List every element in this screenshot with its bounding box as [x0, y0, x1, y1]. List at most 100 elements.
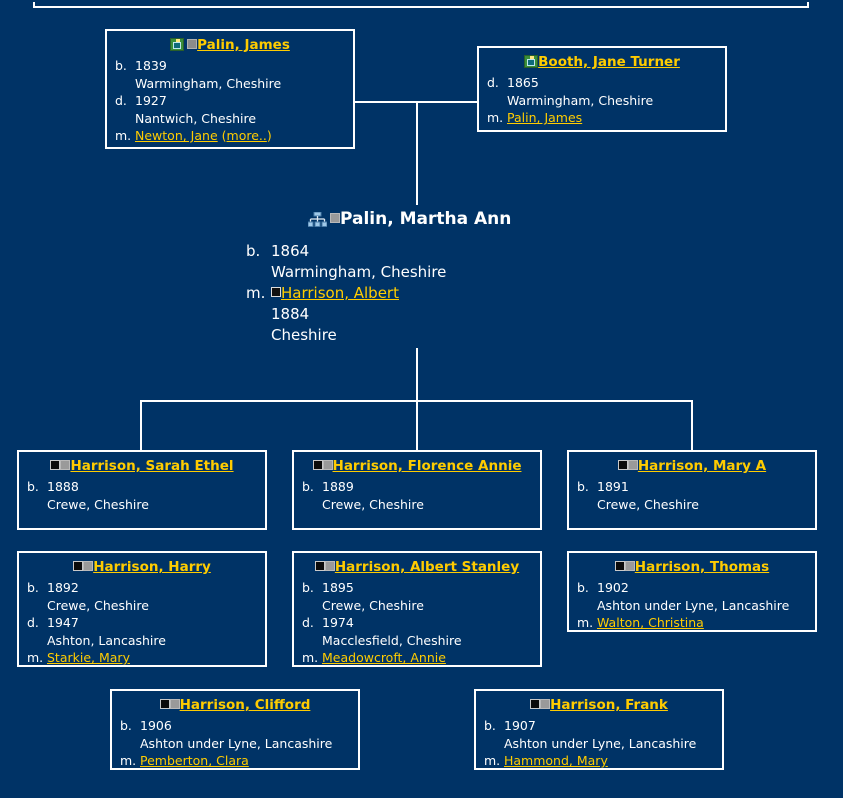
fact-row-death: d. 1947	[27, 614, 257, 632]
death-label: d.	[302, 615, 314, 630]
person-title-child-1: Harrison, Sarah Ethel	[27, 458, 257, 475]
photo-icon[interactable]	[170, 37, 185, 51]
birth-year: 1902	[597, 580, 629, 595]
marriage-label: m.	[120, 753, 137, 768]
focal-person-title: Palin, Martha Ann	[240, 208, 511, 230]
birth-year: 1891	[597, 479, 629, 494]
person-box-child-6[interactable]: Harrison, Thomas b. 1902 Ashton under Lyn…	[567, 551, 817, 632]
fact-row-marriage: m.Meadowcroft, Annie	[302, 649, 532, 667]
spouse-link-child-6[interactable]: Walton, Christina	[597, 615, 704, 630]
spouse-link-child-4[interactable]: Starkie, Mary	[47, 650, 130, 665]
birth-year: 1892	[47, 580, 79, 595]
person-name-link-child-4[interactable]: Harrison, Harry	[93, 559, 211, 575]
death-label: d.	[27, 615, 39, 630]
spouse-link-child-8[interactable]: Hammond, Mary	[504, 753, 608, 768]
male-gender-square-icon	[312, 460, 323, 470]
spouse-link-mother[interactable]: Palin, James	[507, 110, 583, 125]
more-link-father[interactable]: more..	[226, 128, 267, 143]
birth-place: Crewe, Cheshire	[322, 597, 424, 613]
male-gender-square-icon	[50, 460, 61, 470]
birth-place: Crewe, Cheshire	[47, 496, 149, 512]
birth-year: 1895	[322, 580, 354, 595]
birth-place: Ashton under Lyne, Lancashire	[597, 597, 790, 613]
spouse-link-focal[interactable]: Harrison, Albert	[281, 284, 399, 302]
focal-person-facts: b.1864 Warmingham, Cheshire m.Harrison, …	[246, 241, 511, 346]
person-name-link-child-2[interactable]: Harrison, Florence Annie	[332, 458, 522, 474]
person-box-child-3[interactable]: Harrison, Mary A b.1891 Crewe, Cheshire	[567, 450, 817, 530]
death-year: 1947	[47, 615, 79, 630]
child-drop-right	[691, 400, 693, 450]
person-title-child-3: Harrison, Mary A	[577, 458, 807, 475]
birth-year: 1864	[271, 242, 310, 260]
birth-label: b.	[302, 580, 314, 595]
person-facts-child-7: b.1906 Ashton under Lyne, Lancashire m.P…	[120, 717, 350, 770]
person-facts-father: b.1839 Warmingham, Cheshire d.1927 Nantw…	[115, 57, 345, 145]
female-gender-square-icon	[322, 460, 333, 470]
person-box-child-1[interactable]: Harrison, Sarah Ethel b.1888 Crewe, Ches…	[17, 450, 267, 530]
fact-row-death: d. 1927	[115, 92, 345, 110]
person-name-link-mother[interactable]: Booth, Jane Turner	[538, 54, 680, 70]
person-name-link-child-6[interactable]: Harrison, Thomas	[634, 559, 770, 575]
person-name-link-child-7[interactable]: Harrison, Clifford	[179, 697, 311, 713]
person-box-child-7[interactable]: Harrison, Clifford b.1906 Ashton under L…	[110, 689, 360, 770]
person-facts-child-3: b.1891 Crewe, Cheshire	[577, 478, 807, 513]
person-title-father: Palin, James	[115, 37, 345, 54]
fact-row-marriage: m.Pemberton, Clara	[120, 752, 350, 770]
photo-icon[interactable]	[524, 54, 539, 68]
death-place: Warmingham, Cheshire	[507, 92, 654, 108]
person-facts-child-2: b.1889 Crewe, Cheshire	[302, 478, 532, 513]
female-gender-square-icon	[83, 561, 94, 571]
birth-place: Ashton under Lyne, Lancashire	[504, 735, 697, 751]
person-name-link-father[interactable]: Palin, James	[197, 37, 290, 53]
marriage-label: m.	[302, 650, 319, 665]
pedigree-tree-icon[interactable]	[307, 211, 328, 227]
death-place: Macclesfield, Cheshire	[322, 632, 462, 648]
person-box-child-5[interactable]: Harrison, Albert Stanley b. 1895 Crewe, C…	[292, 551, 542, 667]
female-gender-square-icon	[60, 460, 71, 470]
focal-to-children-vertical-connector	[416, 348, 418, 450]
spouse-link-child-7[interactable]: Pemberton, Clara	[140, 753, 249, 768]
birth-year: 1907	[504, 718, 536, 733]
person-box-mother[interactable]: Booth, Jane Turner d.1865 Warmingham, Ch…	[477, 46, 727, 132]
person-box-child-2[interactable]: Harrison, Florence Annie b.1889 Crewe, C…	[292, 450, 542, 530]
paren-open: (	[217, 128, 227, 143]
person-facts-child-1: b.1888 Crewe, Cheshire	[27, 478, 257, 513]
male-gender-square-icon	[73, 561, 84, 571]
fact-row-marriage: m.Starkie, Mary	[27, 649, 257, 667]
person-title-child-4: Harrison, Harry	[27, 559, 257, 576]
fact-row-birth: b. 1895	[302, 579, 532, 597]
birth-label: b.	[120, 718, 132, 733]
paren-close: )	[266, 128, 272, 143]
birth-place: Crewe, Cheshire	[47, 597, 149, 613]
person-box-child-8[interactable]: Harrison, Frank b. 1907 Ashton under Lyne…	[474, 689, 724, 770]
person-name-link-child-5[interactable]: Harrison, Albert Stanley	[334, 559, 520, 575]
focal-person-name: Palin, Martha Ann	[340, 209, 512, 229]
person-box-father[interactable]: Palin, James b.1839 Warmingham, Cheshire…	[105, 29, 355, 149]
fact-row-marriage: m.Palin, James	[487, 109, 717, 127]
person-title-child-7: Harrison, Clifford	[120, 697, 350, 714]
spouse-link-child-5[interactable]: Meadowcroft, Annie	[322, 650, 446, 665]
death-year: 1927	[135, 93, 167, 108]
person-facts-child-5: b.1895 Crewe, Cheshire d.1974 Macclesfie…	[302, 579, 532, 667]
person-name-link-child-1[interactable]: Harrison, Sarah Ethel	[70, 458, 234, 474]
fact-row-birth: b. 1907	[484, 717, 714, 735]
marriage-label: m.	[246, 284, 266, 302]
person-box-child-4[interactable]: Harrison, Harry b.1892 Crewe, Cheshire d…	[17, 551, 267, 667]
female-gender-square-icon	[624, 561, 635, 571]
male-gender-square-icon	[159, 699, 170, 709]
death-label: d.	[115, 93, 127, 108]
person-name-link-child-3[interactable]: Harrison, Mary A	[637, 458, 767, 474]
person-name-link-child-8[interactable]: Harrison, Frank	[550, 697, 668, 713]
birth-label: b.	[484, 718, 496, 733]
marriage-label: m.	[487, 110, 504, 125]
male-gender-square-icon	[187, 39, 198, 49]
person-title-child-5: Harrison, Albert Stanley	[302, 559, 532, 576]
birth-place: Warmingham, Cheshire	[271, 263, 447, 281]
fact-row-birth: b.1891	[577, 478, 807, 496]
female-gender-square-icon	[627, 460, 638, 470]
birth-label: b.	[577, 580, 589, 595]
parents-horizontal-connector	[353, 101, 478, 103]
child-drop-left	[140, 400, 142, 450]
fact-row-birth: b.1889	[302, 478, 532, 496]
spouse-link-father[interactable]: Newton, Jane	[135, 128, 218, 143]
